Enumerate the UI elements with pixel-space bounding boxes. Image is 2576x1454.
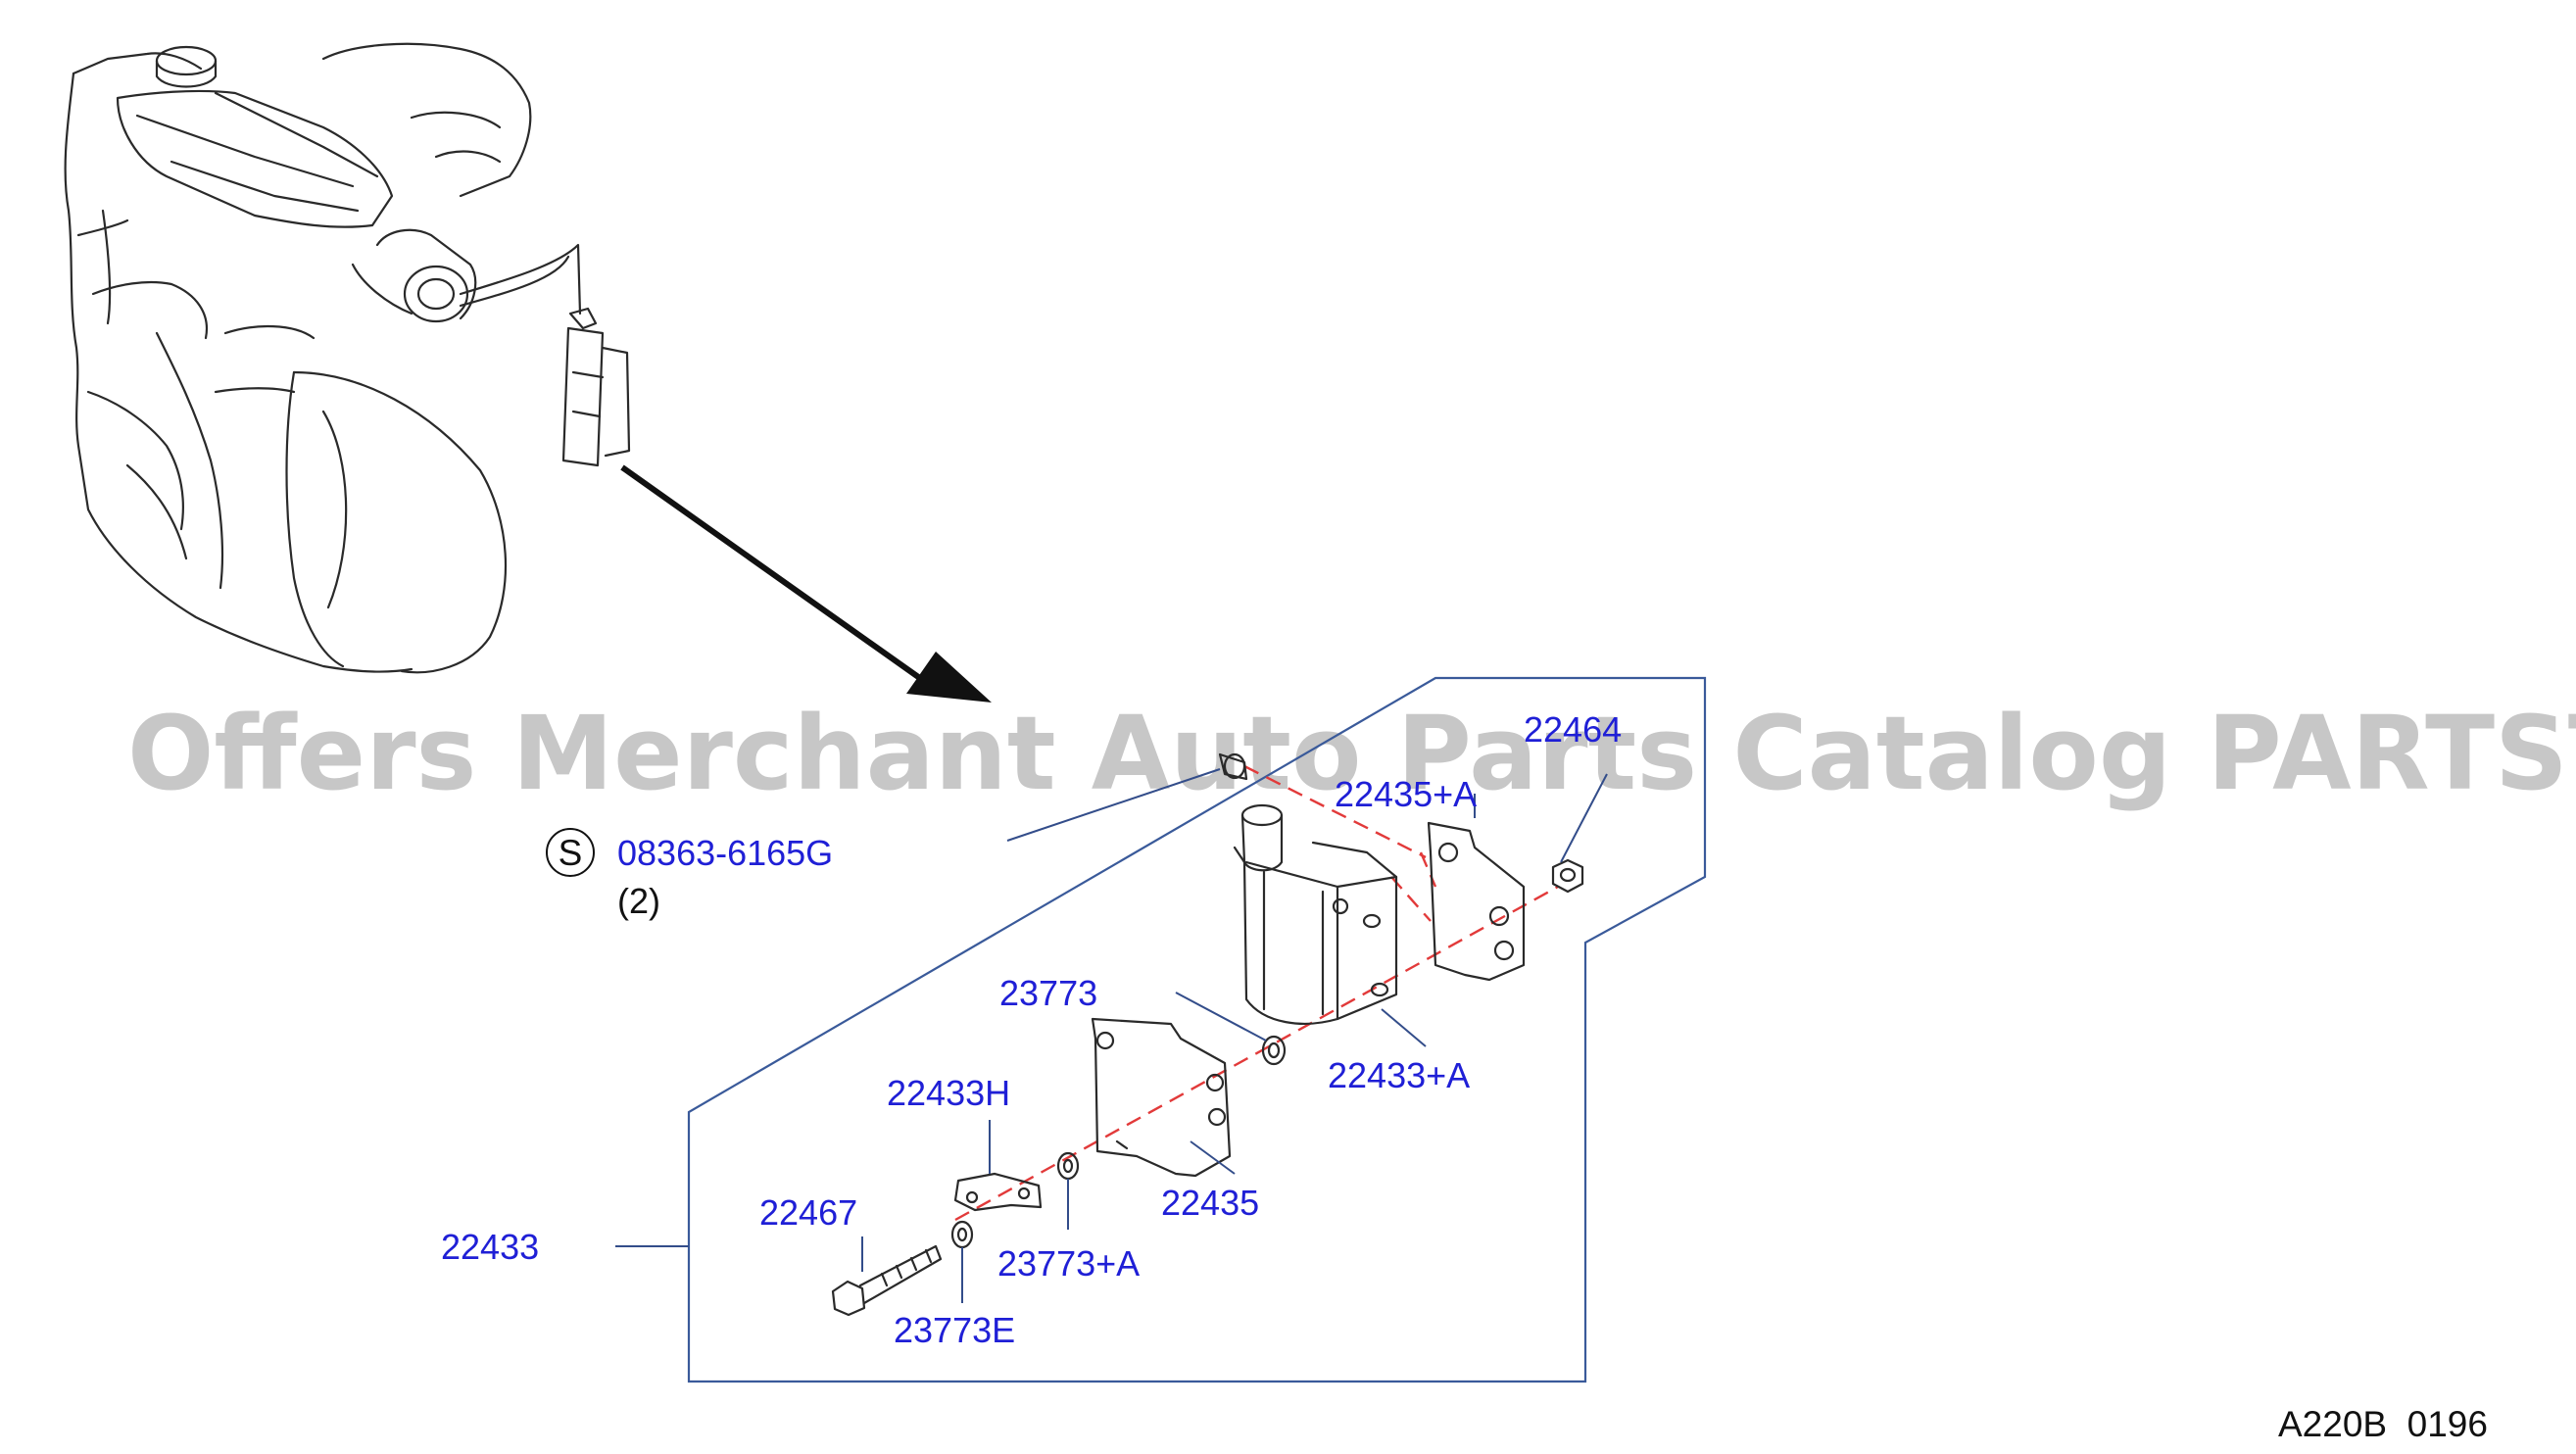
bolt-icon	[831, 1244, 943, 1317]
nut-right-icon	[1551, 858, 1584, 894]
screw-top-icon	[1218, 752, 1248, 781]
label-23773[interactable]: 23773	[999, 973, 1097, 1013]
label-22433[interactable]: 22433	[441, 1227, 539, 1267]
washer-23773e-icon	[950, 1220, 974, 1249]
label-22435a[interactable]: 22435+A	[1335, 774, 1477, 814]
label-22467[interactable]: 22467	[759, 1192, 857, 1233]
small-bracket-icon	[953, 1172, 1043, 1212]
ignition-coil-icon	[1233, 803, 1398, 1025]
label-22435[interactable]: 22435	[1161, 1183, 1259, 1223]
assembly-frame	[687, 676, 1707, 1383]
label-23773e[interactable]: 23773E	[894, 1310, 1015, 1350]
label-22464[interactable]: 22464	[1524, 709, 1622, 750]
standard-part-callout: S 08363-6165G (2)	[546, 828, 833, 921]
exploded-parts	[831, 752, 1584, 1317]
rear-bracket-icon	[1427, 821, 1526, 982]
standard-part-symbol-circle	[546, 828, 595, 877]
label-23773a[interactable]: 23773+A	[997, 1243, 1140, 1284]
label-22433h[interactable]: 22433H	[887, 1073, 1010, 1113]
leader-lines	[615, 768, 1608, 1303]
pointer-arrow	[620, 464, 992, 703]
diagram-code: A220B 0196	[2278, 1404, 2488, 1444]
standard-part-number[interactable]: 08363-6165G	[617, 833, 833, 873]
standard-part-quantity: (2)	[617, 881, 660, 921]
front-bracket-icon	[1091, 1017, 1232, 1178]
standard-part-symbol: S	[559, 833, 583, 873]
label-22433a[interactable]: 22433+A	[1328, 1055, 1470, 1095]
watermark-text: Offers Merchant Auto Parts Catalog PARTS…	[127, 694, 2576, 813]
washer-23773-icon	[1261, 1035, 1287, 1066]
engine-illustration	[64, 42, 631, 674]
